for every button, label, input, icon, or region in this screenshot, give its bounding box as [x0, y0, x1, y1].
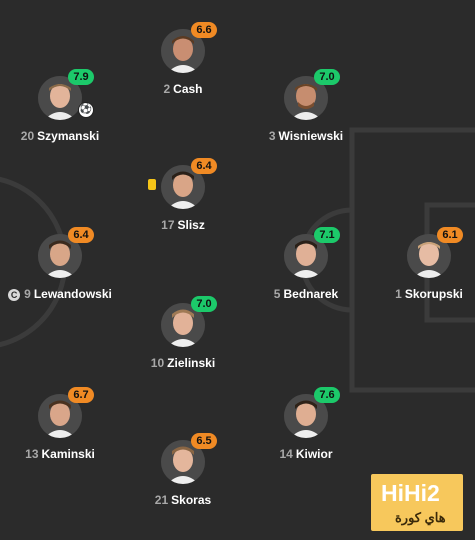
player-photo: 7.1 — [284, 227, 340, 278]
player-face-icon — [161, 440, 205, 484]
player-photo: 6.7 — [38, 387, 94, 438]
player-name: Wisniewski — [278, 129, 344, 143]
player-name: Slisz — [177, 218, 205, 232]
rating-badge: 7.1 — [314, 227, 340, 243]
player-name: Szymanski — [37, 129, 100, 143]
player-photo: 6.5 — [161, 433, 217, 484]
rating-badge: 6.6 — [191, 22, 217, 38]
player-name: Cash — [173, 82, 203, 96]
player-name: Zielinski — [167, 356, 216, 370]
player-name: Kaminski — [41, 447, 95, 461]
rating-badge: 6.1 — [437, 227, 463, 243]
player-name: Bednarek — [283, 287, 339, 301]
rating-badge: 7.9 — [68, 69, 94, 85]
player-face-icon — [38, 234, 82, 278]
player-photo: 7.0 — [284, 69, 340, 120]
player-photo: 6.4 — [38, 227, 94, 278]
rating-badge: 6.4 — [191, 158, 217, 174]
shirt-number: 20 — [20, 129, 35, 143]
shirt-number: 5 — [273, 287, 281, 301]
shirt-number: 2 — [163, 82, 171, 96]
player-name: Lewandowski — [33, 287, 112, 301]
shirt-number: 9 — [24, 287, 31, 301]
rating-badge: 7.0 — [191, 296, 217, 312]
shirt-number: 3 — [268, 129, 276, 143]
player-face-icon — [161, 303, 205, 347]
rating-badge: 7.0 — [314, 69, 340, 85]
rating-badge: 7.6 — [314, 387, 340, 403]
player-name: Skorupski — [404, 287, 463, 301]
player-face-icon — [38, 394, 82, 438]
player-photo: 7.0 — [161, 296, 217, 347]
player-photo: 7.9 ⚽ — [38, 69, 94, 120]
shirt-number: 14 — [279, 447, 293, 461]
shirt-number: 13 — [25, 447, 39, 461]
watermark-logo: HiHi2 هاي كورة — [371, 474, 463, 531]
watermark-arabic: هاي كورة — [395, 510, 446, 525]
shirt-number: 21 — [154, 493, 169, 507]
shirt-number: 10 — [150, 356, 165, 370]
goal-ball-icon: ⚽ — [78, 102, 94, 118]
rating-badge: 6.4 — [68, 227, 94, 243]
player-photo: 6.4 — [148, 158, 217, 209]
player-name: Skoras — [171, 493, 212, 507]
player-photo: 7.6 — [284, 387, 340, 438]
player-photo: 6.6 — [161, 22, 217, 73]
player-name: Kiwior — [295, 447, 333, 461]
yellow-card-icon — [148, 179, 156, 190]
shirt-number: 1 — [395, 287, 402, 301]
watermark-brand: HiHi2 — [381, 480, 440, 506]
shirt-number: 17 — [161, 218, 175, 232]
rating-badge: 6.5 — [191, 433, 217, 449]
captain-icon: C — [8, 289, 21, 301]
rating-badge: 6.7 — [68, 387, 94, 403]
player-photo: 6.1 — [407, 227, 463, 278]
